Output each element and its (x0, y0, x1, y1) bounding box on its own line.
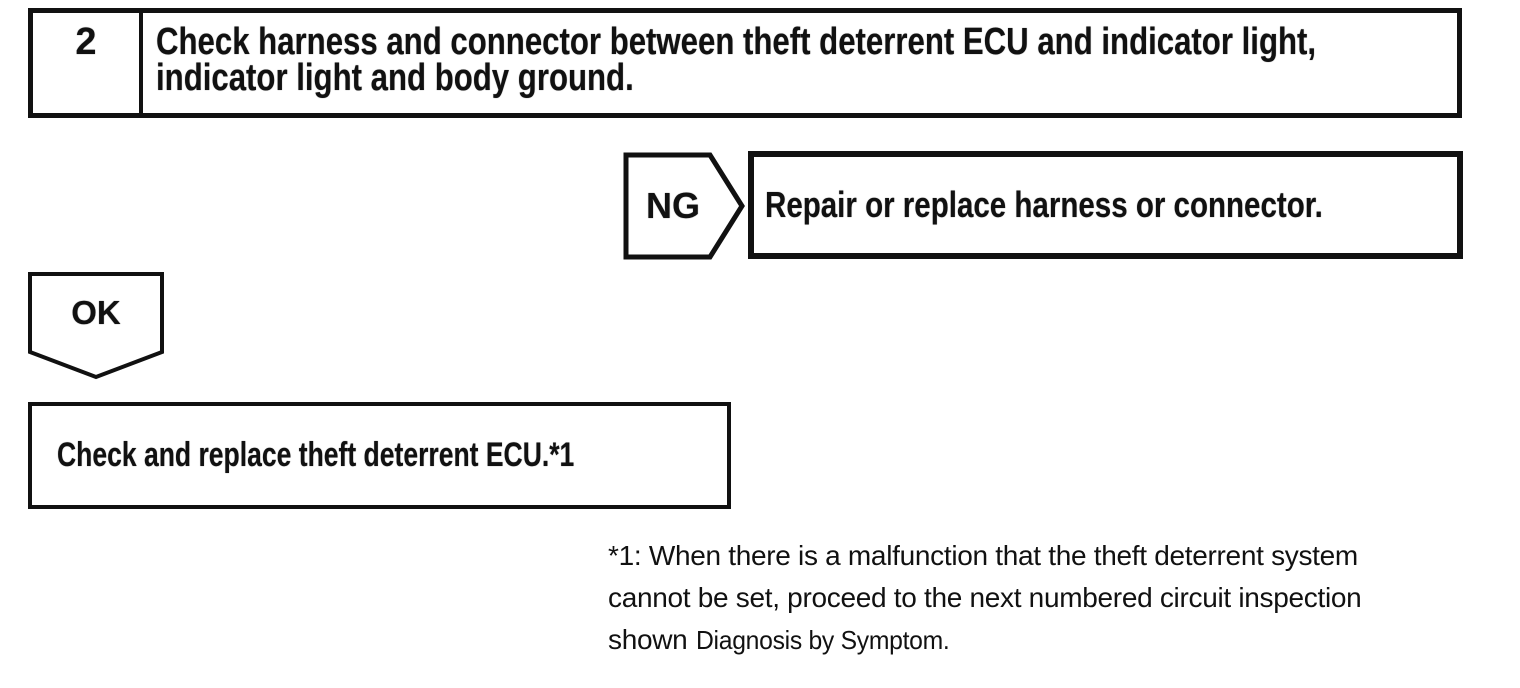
step-instruction-line-1: Check harness and connector between thef… (156, 21, 1317, 63)
ok-connector: OK (28, 272, 164, 380)
ok-label: OK (71, 294, 121, 331)
step-number-cell: 2 (33, 13, 143, 113)
footnote-line-2: cannot be set, proceed to the next numbe… (608, 582, 1362, 613)
ng-label: NG (646, 185, 700, 226)
footnote-line-3: shown Diagnosis by Symptom. (608, 619, 1488, 661)
ng-action-box: Repair or replace harness or connector. (748, 151, 1463, 259)
ng-action-text: Repair or replace harness or connector. (765, 184, 1323, 225)
footnote: *1: When there is a malfunction that the… (608, 535, 1488, 661)
ng-pentagon-icon (623, 152, 745, 260)
step-instruction-line-2: indicator light and body ground. (156, 57, 634, 99)
ng-connector: NG (623, 152, 745, 260)
step-instruction: Check harness and connector between thef… (143, 13, 1520, 113)
footnote-line-3-prefix: shown (608, 624, 688, 655)
footnote-reference: Diagnosis by Symptom. (696, 625, 950, 655)
step-number: 2 (75, 21, 97, 63)
result-box: Check and replace theft deterrent ECU.*1 (28, 402, 731, 509)
ok-pentagon-icon (28, 272, 164, 380)
result-text: Check and replace theft deterrent ECU.*1 (57, 436, 575, 474)
step-box: 2 Check harness and connector between th… (28, 8, 1462, 118)
footnote-line-1: *1: When there is a malfunction that the… (608, 540, 1358, 571)
